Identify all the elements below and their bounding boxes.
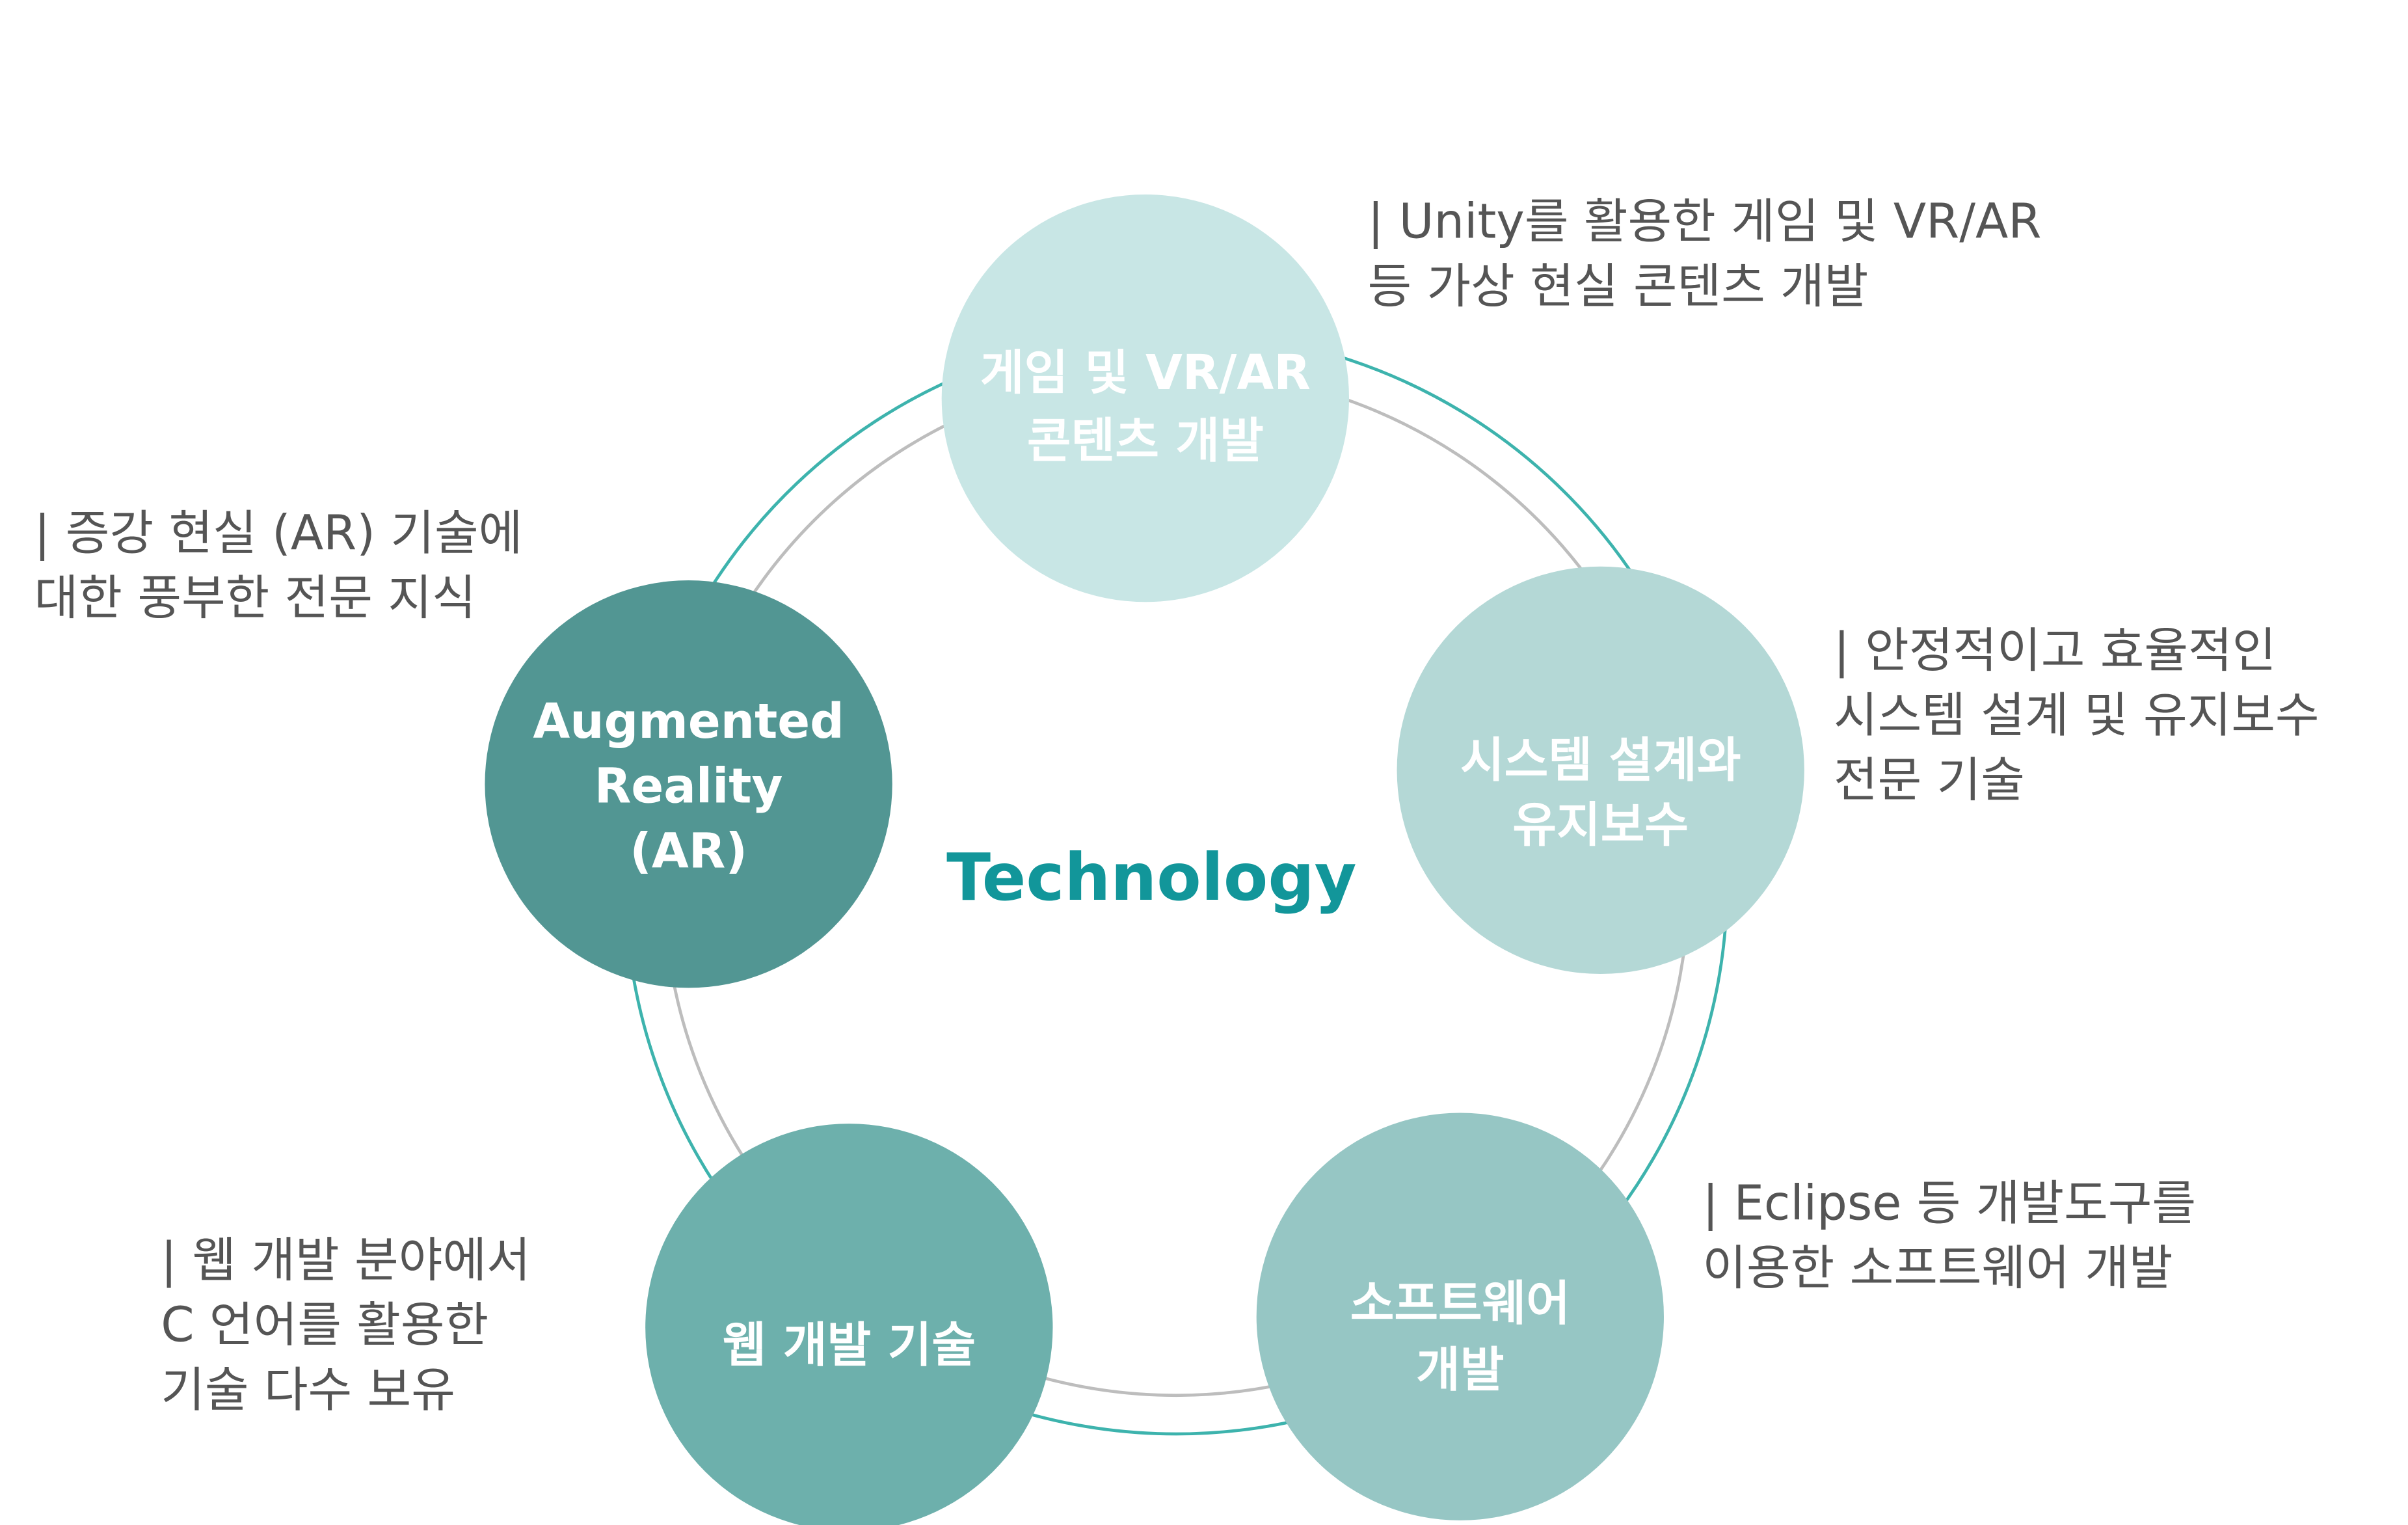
node-game-vr-ar: 게임 및 VR/AR 콘텐츠 개발 [941, 194, 1350, 602]
node-web-dev: 웹 개발 기술 [645, 1124, 1053, 1525]
node-label: 소프트웨어 [1350, 1276, 1570, 1331]
description-augmented-reality: | 증강 현실 (AR) 기술에 대한 풍부한 전문 지식 [34, 506, 523, 627]
description-line: | 안정적이고 효율적인 [1834, 623, 2276, 679]
node-label: 시스템 설계와 [1460, 733, 1741, 788]
diagram-title: Technology [946, 841, 1356, 915]
node-label: 개발 [1416, 1342, 1504, 1397]
description-line: 기술 다수 보유 [161, 1362, 455, 1418]
node-label: Augmented [533, 694, 844, 749]
description-line: 등 가상 현실 콘텐츠 개발 [1367, 259, 1868, 314]
description-line: | Unity를 활용한 게임 및 VR/AR [1367, 194, 2041, 249]
node-label: 유지보수 [1512, 798, 1689, 853]
node-system-design: 시스템 설계와 유지보수 [1397, 566, 1804, 975]
node-label: 게임 및 VR/AR [980, 345, 1311, 401]
node-augmented-reality: Augmented Reality (AR) [485, 580, 892, 988]
description-line: 시스템 설계 및 유지보수 [1834, 688, 2320, 744]
node-circle [1397, 566, 1804, 975]
description-line: C 언어를 활용한 [161, 1298, 488, 1353]
node-label: (AR) [630, 824, 747, 879]
node-label: Reality [595, 759, 783, 815]
description-system-design: | 안정적이고 효율적인 시스템 설계 및 유지보수 전문 기술 [1834, 623, 2320, 808]
node-label: 콘텐츠 개발 [1027, 413, 1264, 468]
description-line: 전문 기술 [1834, 753, 2025, 808]
description-line: | 웹 개발 분야에서 [161, 1233, 530, 1288]
description-web-dev: | 웹 개발 분야에서 C 언어를 활용한 기술 다수 보유 [161, 1233, 530, 1418]
node-label: 웹 개발 기술 [723, 1318, 976, 1373]
description-line: 대한 풍부한 전문 지식 [34, 571, 476, 626]
node-circle [1256, 1113, 1664, 1520]
node-circle [485, 580, 892, 988]
description-line: | Eclipse 등 개발도구를 [1702, 1176, 2196, 1231]
description-game-vr-ar: | Unity를 활용한 게임 및 VR/AR 등 가상 현실 콘텐츠 개발 [1367, 194, 2041, 314]
node-circle [645, 1124, 1053, 1525]
description-line: | 증강 현실 (AR) 기술에 [34, 506, 523, 561]
description-software-dev: | Eclipse 등 개발도구를 이용한 소프트웨어 개발 [1702, 1176, 2196, 1296]
node-software-dev: 소프트웨어 개발 [1256, 1113, 1664, 1520]
node-circle [941, 194, 1350, 602]
description-line: 이용한 소프트웨어 개발 [1702, 1241, 2173, 1296]
